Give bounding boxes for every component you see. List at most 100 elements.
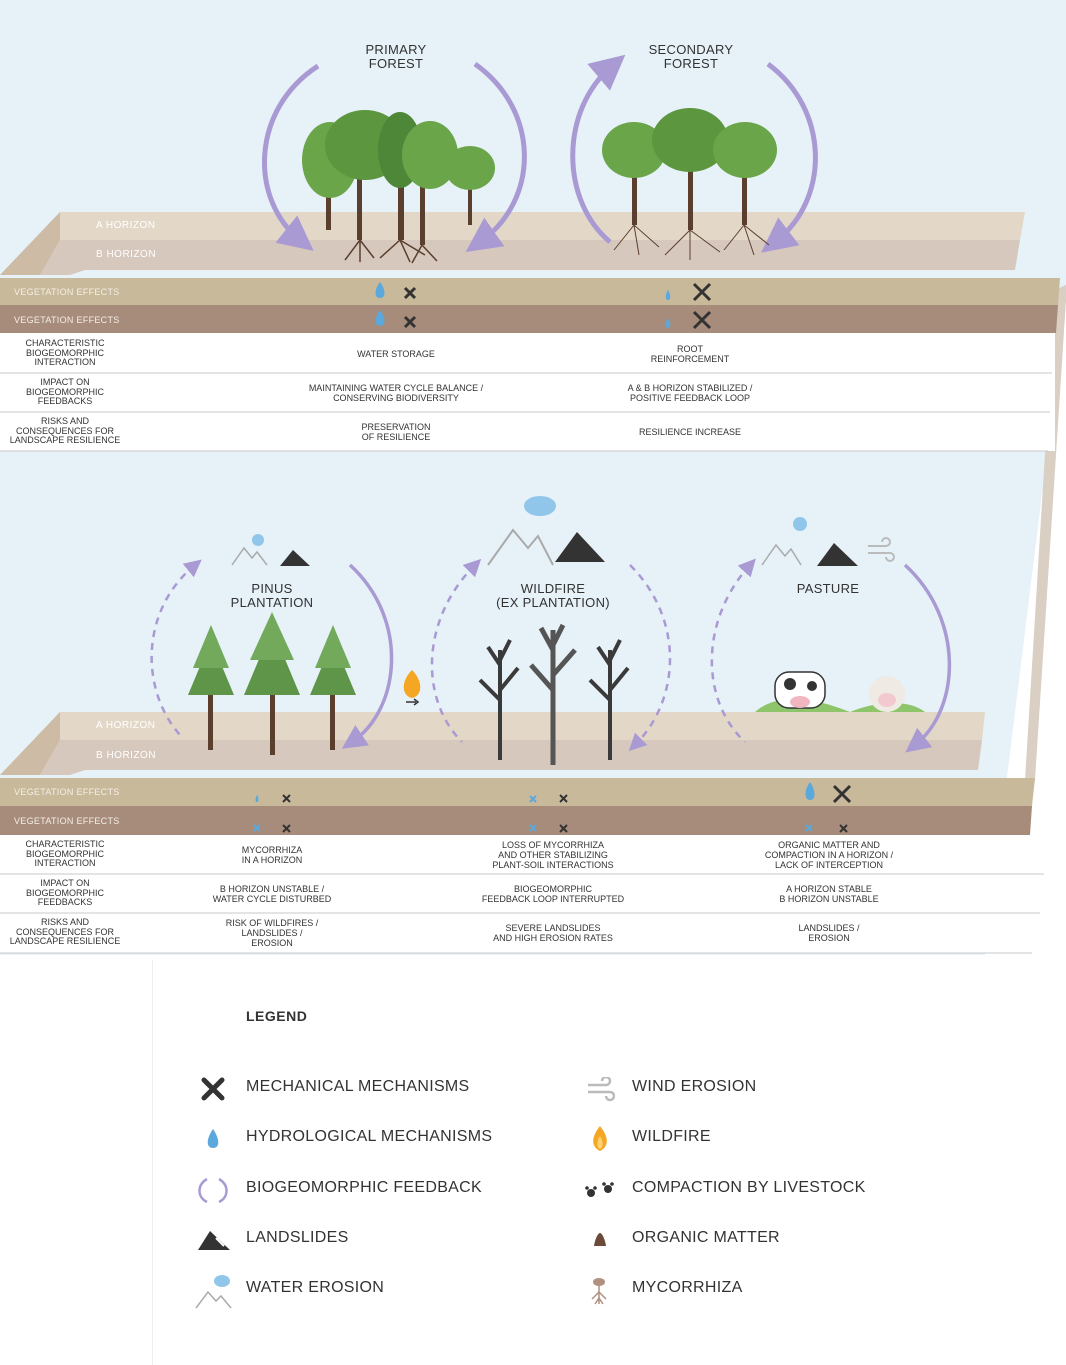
row-label-line: BIOGEOMORPHIC <box>25 887 104 898</box>
pinus-plantation-feedback-arrows <box>150 559 394 749</box>
secondary-interaction-cell: ROOT REINFORCEMENT <box>610 344 770 364</box>
diagram-background <box>0 0 1066 955</box>
pinus-plantation-title: PINUS PLANTATION <box>212 582 332 610</box>
row-label-risks: RISKS AND CONSEQUENCES FOR LANDSCAPE RES… <box>0 416 130 446</box>
legend-label: WIND EROSION <box>632 1078 757 1095</box>
fire-transition-icon <box>403 670 421 706</box>
organic-matter-icon <box>592 1230 608 1253</box>
wildfire-feedback-arrows <box>430 558 672 752</box>
primary-forest-trees <box>302 110 495 264</box>
title-line: (EX PLANTATION) <box>496 595 610 610</box>
secondary-forest-trees <box>602 108 777 260</box>
cell-line: LANDSLIDES / <box>798 923 860 933</box>
pasture-feedback-arrows <box>710 558 952 753</box>
cell-line: EROSION <box>251 938 293 948</box>
cell-line: B HORIZON UNSTABLE / <box>219 884 325 894</box>
pasture-animals <box>755 671 925 712</box>
cell-line: CONSERVING BIODIVERSITY <box>333 393 459 403</box>
pasture-interaction-cell: ORGANIC MATTER AND COMPACTION IN A HORIZ… <box>739 840 919 870</box>
row-label-line: CONSEQUENCES FOR <box>15 926 114 937</box>
cell-line: ROOT <box>677 344 703 354</box>
b-horizon-label-bottom: B HORIZON <box>96 750 157 761</box>
legend-divider <box>152 960 153 1365</box>
row-label-line: BIOGEOMORPHIC <box>25 347 104 358</box>
row-label-line: FEEDBACKS <box>37 396 93 406</box>
row-label-line: IMPACT ON <box>40 878 90 888</box>
row-label-line: RISKS AND <box>40 917 89 927</box>
vegetation-effects-label: VEGETATION EFFECTS <box>14 787 120 797</box>
wind-erosion-icon-pasture <box>868 537 895 562</box>
cell-line: SEVERE LANDSLIDES <box>505 923 601 933</box>
legend-label: WILDFIRE <box>632 1128 711 1145</box>
vegetation-effect-icons <box>253 282 852 833</box>
pasture-impact-cell: A HORIZON STABLE B HORIZON UNSTABLE <box>749 884 909 904</box>
wildfire-icon <box>588 1124 612 1159</box>
row-label-interaction: CHARACTERISTIC BIOGEOMORPHIC INTERACTION <box>0 338 130 368</box>
secondary-forest-title: SECONDARY FOREST <box>641 43 741 71</box>
pinus-impact-cell: B HORIZON UNSTABLE / WATER CYCLE DISTURB… <box>192 884 352 904</box>
primary-risks-cell: PRESERVATION OF RESILIENCE <box>316 422 476 442</box>
cell-line: OF RESILIENCE <box>361 432 431 442</box>
burnt-trees <box>478 623 630 765</box>
primary-impact-cell: MAINTAINING WATER CYCLE BALANCE / CONSER… <box>276 383 516 403</box>
cell-line: LOSS OF MYCORRHIZA <box>501 840 604 850</box>
vegetation-effects-label: VEGETATION EFFECTS <box>14 315 120 325</box>
pinus-interaction-cell: MYCORRHIZA IN A HORIZON <box>202 845 342 865</box>
cell-line: A & B HORIZON STABILIZED / <box>627 383 753 393</box>
cell-line: POSITIVE FEEDBACK LOOP <box>629 393 751 403</box>
legend-label: ORGANIC MATTER <box>632 1229 780 1246</box>
water-erosion-icons <box>231 496 807 566</box>
title-line: FOREST <box>663 56 719 71</box>
row-label-line: CONSEQUENCES FOR <box>15 425 114 436</box>
landslide-icon <box>196 1226 232 1257</box>
row-label-line: RISKS AND <box>40 416 89 426</box>
legend-label: LANDSLIDES <box>246 1229 349 1246</box>
wind-erosion-icon <box>585 1075 616 1108</box>
row-label-line: LANDSCAPE RESILIENCE <box>9 936 121 946</box>
title-line: PRIMARY <box>365 42 427 57</box>
cell-line: BIOGEOMORPHIC <box>513 884 592 894</box>
title-line: PLANTATION <box>230 595 314 610</box>
title-line: FOREST <box>368 56 424 71</box>
a-horizon-label-bottom: A HORIZON <box>96 720 156 731</box>
title-line: PINUS <box>251 581 293 596</box>
cell-line: LACK OF INTERCEPTION <box>774 860 883 870</box>
water-erosion-icon <box>194 1272 234 1315</box>
row-label-risks: RISKS AND CONSEQUENCES FOR LANDSCAPE RES… <box>0 917 130 947</box>
legend-label: MYCORRHIZA <box>632 1279 743 1296</box>
pinus-trees <box>188 612 356 755</box>
legend-label: BIOGEOMORPHIC FEEDBACK <box>246 1179 482 1196</box>
cell-line: IN A HORIZON <box>241 855 303 865</box>
cell-line: WATER STORAGE <box>357 349 435 359</box>
cell-line: AND HIGH EROSION RATES <box>493 933 613 943</box>
row-label-line: CHARACTERISTIC <box>25 338 105 348</box>
vegetation-effects-label: VEGETATION EFFECTS <box>14 816 120 826</box>
livestock-compaction-icon <box>582 1180 618 1205</box>
cell-line: MYCORRHIZA <box>241 845 303 855</box>
wildfire-impact-cell: BIOGEOMORPHIC FEEDBACK LOOP INTERRUPTED <box>463 884 643 904</box>
pinus-risks-cell: RISK OF WILDFIRES / LANDSLIDES / EROSION <box>202 918 342 948</box>
landslide-icons <box>280 532 858 566</box>
legend-label: HYDROLOGICAL MECHANISMS <box>246 1128 493 1145</box>
row-label-interaction: CHARACTERISTIC BIOGEOMORPHIC INTERACTION <box>0 839 130 869</box>
row-label-line: IMPACT ON <box>40 377 90 387</box>
cell-line: A HORIZON STABLE <box>786 884 872 894</box>
a-horizon-label-top: A HORIZON <box>96 220 156 231</box>
title-line: PASTURE <box>796 581 860 596</box>
row-label-line: LANDSCAPE RESILIENCE <box>9 435 121 445</box>
cell-line: COMPACTION IN A HORIZON / <box>764 850 894 860</box>
wildfire-interaction-cell: LOSS OF MYCORRHIZA AND OTHER STABILIZING… <box>468 840 638 870</box>
cell-line: AND OTHER STABILIZING <box>498 850 608 860</box>
primary-forest-feedback-arrows <box>262 61 527 253</box>
legend-title: LEGEND <box>246 1008 308 1024</box>
title-line: SECONDARY <box>648 42 734 57</box>
pasture-title: PASTURE <box>778 582 878 596</box>
primary-forest-title: PRIMARY FOREST <box>346 43 446 71</box>
b-horizon-label-top: B HORIZON <box>96 249 157 260</box>
mycorrhiza-icon <box>587 1276 611 1311</box>
secondary-risks-cell: RESILIENCE INCREASE <box>610 427 770 437</box>
row-label-line: INTERACTION <box>34 858 96 868</box>
row-label-impact: IMPACT ON BIOGEOMORPHIC FEEDBACKS <box>0 878 130 908</box>
cell-line: LANDSLIDES / <box>241 928 303 938</box>
row-label-impact: IMPACT ON BIOGEOMORPHIC FEEDBACKS <box>0 377 130 407</box>
